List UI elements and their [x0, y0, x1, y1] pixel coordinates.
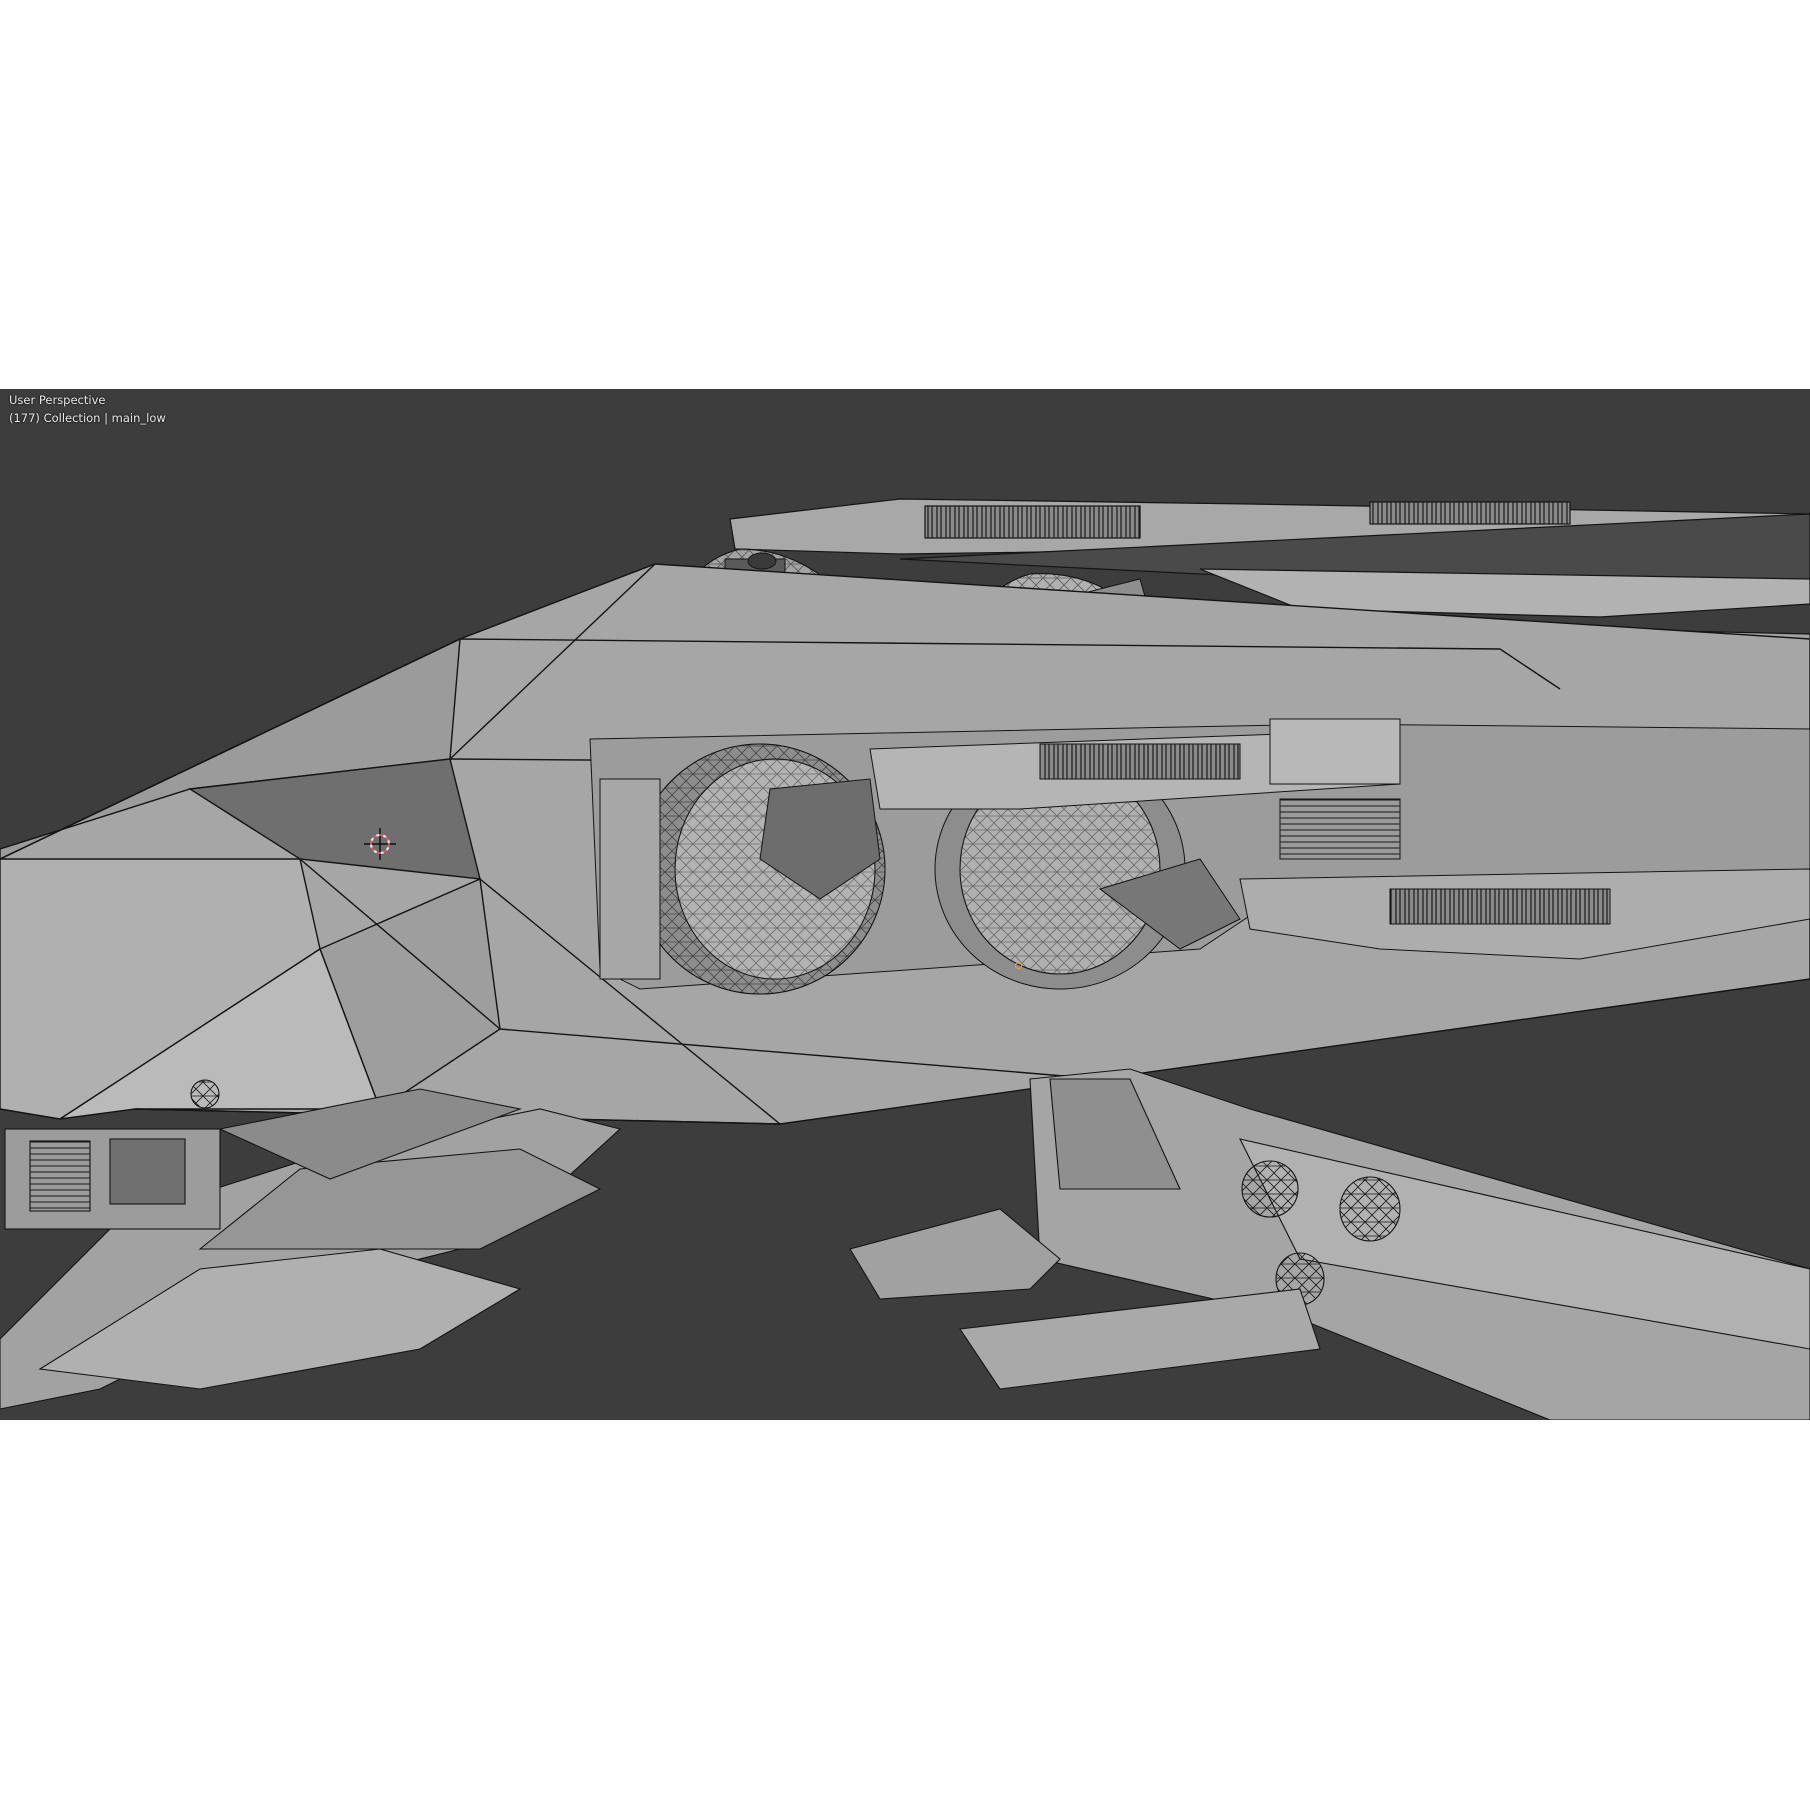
object-origin-icon [1015, 962, 1022, 969]
lower-wing [0, 1068, 1810, 1420]
collection-info: (177) Collection | main_low [9, 411, 166, 425]
engine-bay [589, 718, 1810, 995]
3d-cursor-icon[interactable] [364, 828, 396, 860]
viewport-info: User Perspective (177) Collection | main… [9, 391, 166, 427]
3d-viewport[interactable]: User Perspective (177) Collection | main… [0, 389, 1810, 1420]
mesh-scene[interactable] [0, 389, 1810, 1420]
view-name: User Perspective [9, 393, 106, 407]
